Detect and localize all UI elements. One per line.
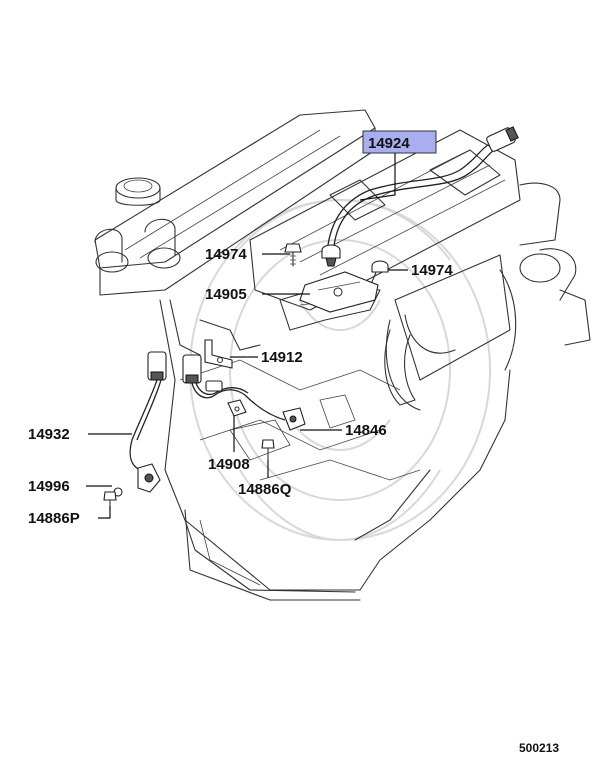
label-14846[interactable]: 14846 <box>345 422 387 439</box>
label-14886Q[interactable]: 14886Q <box>238 481 292 498</box>
watermark-emblem <box>189 198 491 542</box>
part-14912-bracket[interactable] <box>204 339 233 369</box>
part-14846-sensor[interactable] <box>282 407 306 431</box>
part-14886Q-bolt[interactable] <box>261 439 275 461</box>
part-labels: 14924 14974 14974 14905 14912 14932 1484… <box>28 130 453 527</box>
leader-lines <box>86 152 408 519</box>
label-14974-b[interactable]: 14974 <box>411 262 453 279</box>
label-14974-a[interactable]: 14974 <box>205 246 247 263</box>
part-14974-bolt-b[interactable] <box>371 260 389 283</box>
part-14924-sensor[interactable] <box>321 126 519 267</box>
label-14886P[interactable]: 14886P <box>28 510 80 527</box>
engine-block-drawing <box>94 109 591 601</box>
label-14996[interactable]: 14996 <box>28 478 70 495</box>
label-14924[interactable]: 14924 <box>368 135 410 152</box>
label-14912[interactable]: 14912 <box>261 349 303 366</box>
label-14908[interactable]: 14908 <box>208 456 250 473</box>
part-14996-sensor[interactable] <box>113 463 161 497</box>
part-14932-harness[interactable] <box>129 351 286 471</box>
label-14924-highlight <box>362 130 437 154</box>
label-14932[interactable]: 14932 <box>28 426 70 443</box>
part-14908-clamp[interactable] <box>227 399 247 417</box>
label-14905[interactable]: 14905 <box>205 286 247 303</box>
part-14974-bolt-a[interactable] <box>284 243 302 267</box>
reference-code: 500213 <box>519 741 560 755</box>
part-14905-bracket[interactable] <box>299 271 379 313</box>
